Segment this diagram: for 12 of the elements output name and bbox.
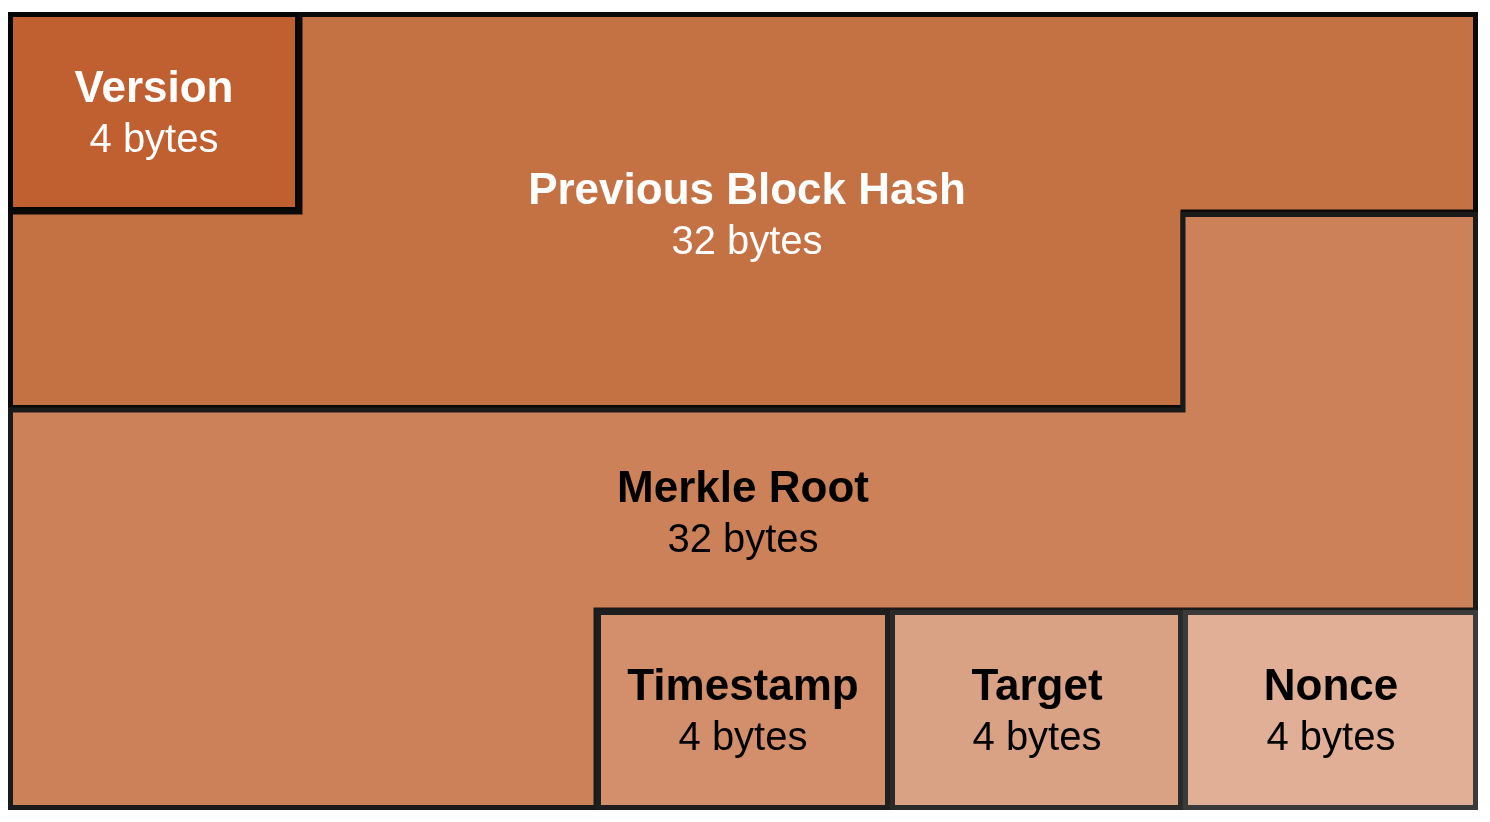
field-name: Version bbox=[74, 61, 234, 114]
field-name: Target bbox=[971, 659, 1103, 712]
field-size: 32 bytes bbox=[667, 515, 819, 563]
field-name: Timestamp bbox=[627, 659, 859, 712]
field-size: 32 bytes bbox=[671, 217, 823, 265]
field-size: 4 bytes bbox=[1266, 713, 1396, 761]
field-size: 4 bytes bbox=[972, 713, 1102, 761]
field-size: 4 bytes bbox=[89, 115, 219, 163]
field-name: Previous Block Hash bbox=[528, 163, 966, 216]
field-name: Nonce bbox=[1263, 659, 1399, 712]
field-size: 4 bytes bbox=[678, 713, 808, 761]
field-name: Merkle Root bbox=[617, 461, 869, 514]
